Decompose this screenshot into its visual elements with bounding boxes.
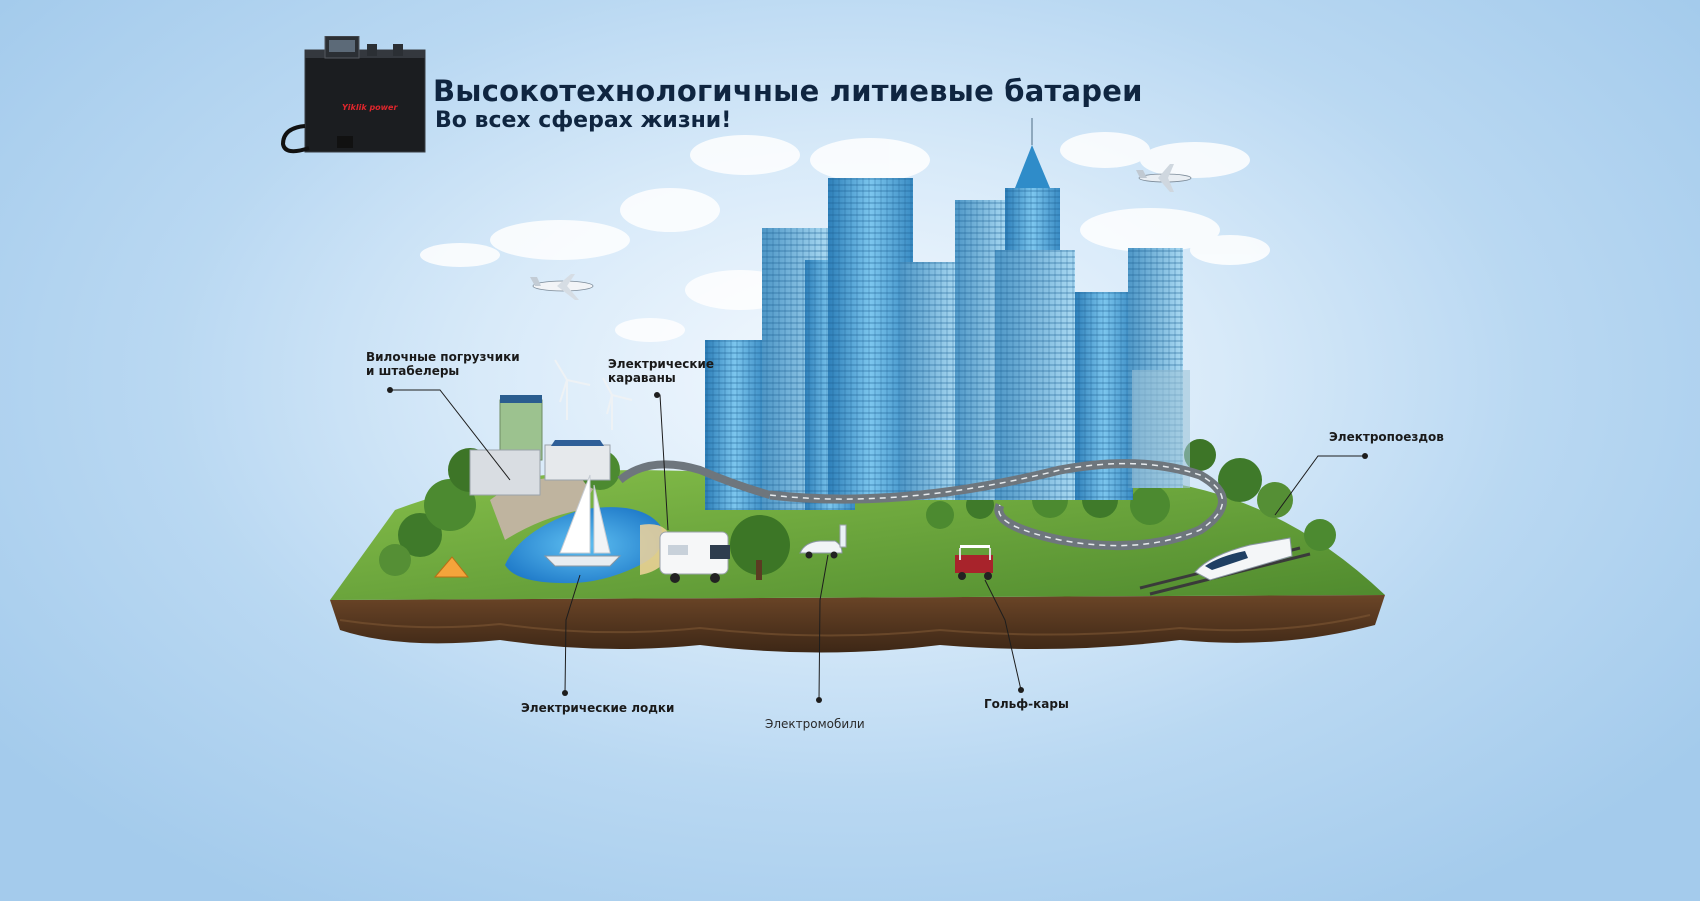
callout-boats: Электрические лодки — [521, 701, 675, 715]
page-title: Высокотехнологичные литиевые батареи — [433, 74, 1143, 108]
callout-forklifts-line1: Вилочные погрузчики — [366, 350, 520, 364]
callout-caravans-line2: караваны — [608, 371, 676, 385]
car-icon — [799, 524, 847, 559]
callout-caravans-line1: Электрические — [608, 357, 715, 371]
factory — [469, 395, 611, 496]
callout-ev: Электромобили — [765, 717, 865, 731]
page-subtitle: Во всех сферах жизни! — [435, 108, 732, 133]
golf-cart-icon — [955, 545, 993, 580]
business-jet-icon — [530, 274, 594, 300]
island-soil — [330, 595, 1385, 653]
airplane-icon — [1136, 164, 1192, 192]
callout-golf: Гольф-кары — [984, 697, 1069, 711]
skyscrapers — [705, 118, 1190, 510]
brand-logo: Yiklik power — [342, 103, 398, 112]
callout-forklifts: Вилочные погрузчики и штабелеры — [366, 350, 520, 378]
sailboat-icon — [543, 474, 622, 567]
train-icon — [1139, 537, 1311, 596]
callout-forklifts-line2: и штабелеры — [366, 364, 460, 378]
wind-turbine-icon — [554, 359, 633, 430]
callout-caravans: Электрические караваны — [608, 357, 714, 385]
tent-icon — [433, 556, 470, 578]
battery-icon — [280, 36, 426, 154]
callout-dots — [387, 387, 1368, 703]
caravan-icon — [659, 531, 730, 583]
callout-trains: Электропоездов — [1329, 430, 1444, 444]
highway — [617, 459, 1227, 551]
